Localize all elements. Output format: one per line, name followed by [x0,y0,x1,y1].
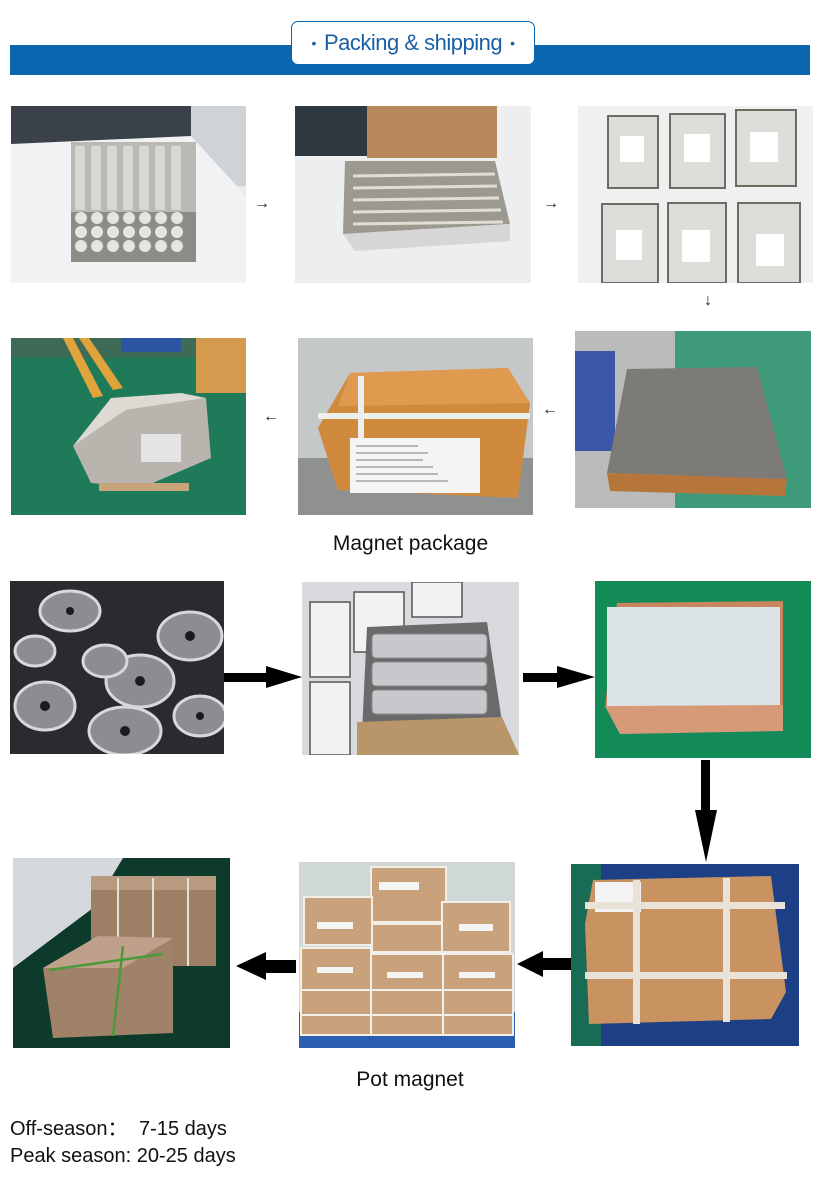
peak-season-value: 20-25 days [136,1145,236,1167]
arrow-down-icon: ↓ [704,292,712,309]
peak-season-label: Peak season: [10,1145,132,1167]
arrow-left-icon: ← [263,408,279,425]
photo-magnets-in-box [295,106,531,283]
section-caption-magnet-package: Magnet package [332,532,489,555]
header-badge: • Packing & shipping • [291,21,535,65]
photo-palletized-cartons [13,858,230,1048]
peak-season-line: Peak season: 20-25 days [10,1143,236,1169]
photo-foam-lined-carton [595,581,811,758]
arrow-right-icon: → [254,195,270,212]
page-title: Packing & shipping [323,30,503,55]
arrow-left-icon [517,951,571,977]
arrow-down-icon [695,760,717,862]
bullet-icon: • [311,35,317,51]
off-season-value: 7-15 days [139,1118,227,1140]
off-season-line: Off-season： 7-15 days [10,1116,227,1142]
photo-pot-magnets-in-box [302,582,519,755]
photo-pot-magnets-pile [10,581,224,754]
photo-wrapped-pallet [11,338,246,515]
photo-strapped-carton [571,864,799,1046]
photo-stacked-magnets [11,106,246,283]
arrow-right-icon [523,666,595,688]
photo-labeled-carton [298,338,533,515]
photo-stacked-labeled-cartons [299,862,515,1048]
arrow-right-icon [224,666,302,688]
bullet-icon: • [510,35,515,51]
photo-boxes-in-foam [578,106,813,283]
arrow-left-icon: ← [542,401,558,418]
section-caption-pot-magnet: Pot magnet [356,1068,464,1091]
off-season-label: Off-season： [10,1118,128,1140]
arrow-right-icon: → [543,195,559,212]
photo-box-on-scale [575,331,811,508]
arrow-left-icon [236,952,296,980]
